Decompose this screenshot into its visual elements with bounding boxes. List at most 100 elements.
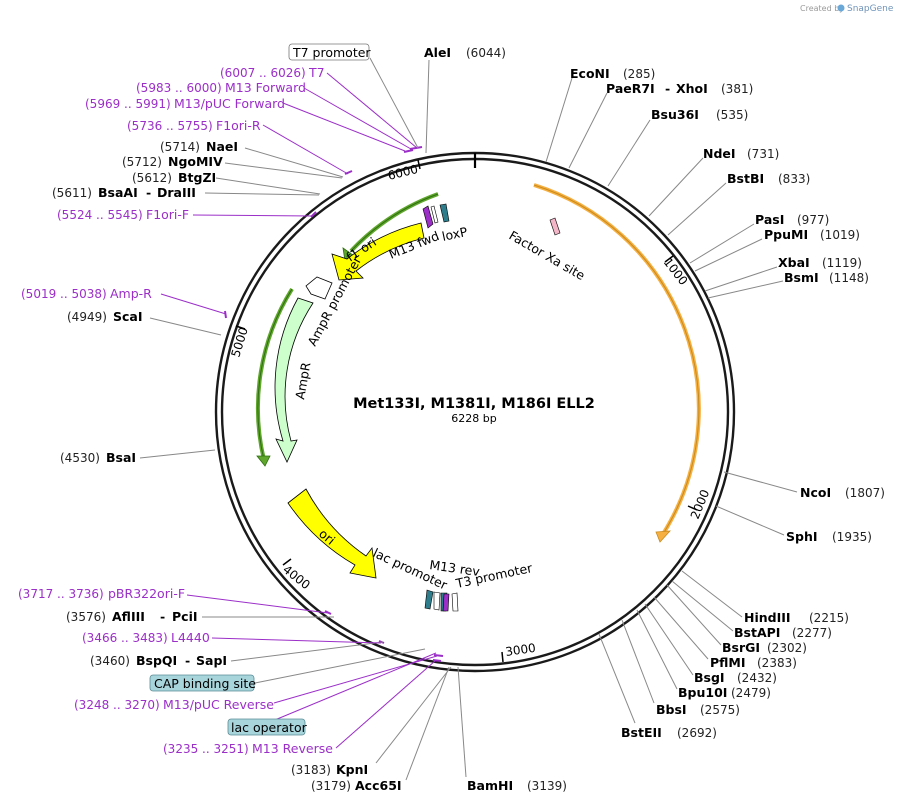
cap-binding-label: CAP binding site (154, 676, 256, 691)
orf-arc-green-left-edge (257, 288, 293, 461)
m13-rev-label: M13 rev (429, 557, 482, 579)
leader-bamhi (457, 666, 467, 778)
primer-mark (433, 654, 444, 657)
primer-range: (5736 .. 5755) (127, 119, 213, 133)
leader-xbai (704, 266, 778, 292)
enzyme-name: XhoI (676, 81, 708, 96)
enzyme-name: Bsu36I (651, 107, 699, 122)
leader-bsai (139, 449, 216, 459)
t7-promoter-box (288, 43, 370, 61)
tick-mark (235, 325, 246, 330)
t7-promoter-label: T7 promoter (292, 45, 371, 60)
enzyme-name: EcoNI (570, 66, 610, 81)
plasmid-size: 6228 bp (451, 412, 496, 425)
tick-label: 2000 (688, 488, 712, 522)
leader-m13-puc-forward (282, 102, 406, 152)
enzyme-name: PaeR7I (606, 81, 655, 96)
leader-pflmi (653, 596, 709, 660)
lac-operator-label: lac operator (231, 720, 308, 735)
leader-scai (149, 317, 222, 336)
primer-name: L4440 (171, 630, 210, 645)
enzyme-name: BstEII (621, 725, 662, 740)
leader-bbsi (621, 619, 655, 704)
leader-btgzi (215, 177, 321, 195)
enzyme-name: Bpu10I (678, 685, 727, 700)
primer-range: (5969 .. 5991) (85, 97, 171, 111)
factor-xa-label: Factor Xa site (507, 228, 588, 284)
leader-hindiii (681, 570, 743, 618)
enzyme-name: BsaI (106, 450, 136, 465)
enzyme-name: NgoMIV (168, 154, 223, 169)
loxp-label: loxP (441, 224, 470, 244)
primer-range: (5019 .. 5038) (21, 287, 107, 301)
tick-mark (687, 505, 698, 511)
tick-label: 3000 (504, 641, 536, 659)
primer-name: Amp-R (110, 286, 152, 301)
primer-mark (409, 146, 423, 150)
enzyme-pos: (381) (721, 82, 753, 96)
enzyme-sep: - (146, 185, 151, 200)
orf-arc-orange-edge (533, 184, 700, 535)
leader-bsmi (707, 280, 784, 299)
enzyme-pos: (4949) (67, 310, 107, 324)
enzyme-pos: (3139) (527, 779, 567, 793)
leader-m13-puc-reverse (273, 655, 438, 704)
enzyme-pos: (5611) (52, 186, 92, 200)
primer-range: (3466 .. 3483) (82, 631, 168, 645)
enzyme-pos: (833) (778, 172, 810, 186)
plasmid-name: Met133I, M1381I, M186I ELL2 (353, 396, 595, 412)
orf-green-left-arrowhead (256, 455, 271, 467)
m13-fwd-feature (422, 205, 434, 229)
enzyme-name: BsmI (784, 270, 819, 285)
leader-bstbi (667, 182, 727, 236)
enzyme-name: ScaI (113, 309, 143, 324)
primer-range: (3235 .. 3251) (163, 742, 249, 756)
leader-bspqi (230, 641, 384, 662)
enzyme-sep: - (185, 653, 190, 668)
enzyme-name: NdeI (703, 146, 736, 161)
enzyme-pos: (1119) (822, 256, 862, 270)
orf-arc-orange (533, 183, 701, 536)
primer-name: F1ori-F (146, 207, 189, 222)
enzyme-name: HindIII (744, 610, 791, 625)
enzyme-pos: (535) (716, 108, 748, 122)
enzyme-pos: (2215) (809, 611, 849, 625)
leader-bsu36i (607, 119, 651, 187)
enzyme-name: KpnI (336, 762, 368, 777)
enzyme-pos: (1935) (832, 530, 872, 544)
primer-name: M13/pUC Reverse (163, 697, 274, 712)
tick-label: 5000 (228, 326, 250, 359)
leader-bsteii (598, 633, 636, 724)
primer-mark (403, 149, 414, 153)
enzyme-name: BspQI (136, 653, 177, 668)
leader-cap-binding (254, 648, 426, 684)
leader-m13-reverse (335, 660, 436, 749)
leader-ngomiv (224, 162, 343, 179)
loxp-feature (439, 203, 450, 223)
enzyme-name: PflMI (710, 655, 746, 670)
lac-operator-feature (433, 591, 441, 611)
primer-mark (224, 310, 227, 319)
leader-bsgi (644, 603, 694, 676)
leader-t7 (326, 72, 418, 149)
leader-bsrgi (666, 584, 722, 646)
primer-range: (3717 .. 3736) (18, 587, 104, 601)
enzyme-pos: (4530) (60, 451, 100, 465)
enzyme-pos: (285) (623, 67, 655, 81)
t7-small-feature (430, 205, 439, 224)
leader-aleI (425, 59, 430, 154)
enzyme-name: BsrGI (722, 640, 760, 655)
primer-name: F1ori-R (216, 118, 261, 133)
enzyme-name: PpuMI (764, 227, 808, 242)
enzyme-name: AflIII (112, 609, 145, 624)
enzyme-pos: (3576) (66, 610, 106, 624)
leader-f1ori-f (192, 214, 314, 217)
enzyme-pos: (3460) (90, 654, 130, 668)
primer-name: pBR322ori-F (108, 586, 185, 601)
leader-pasi (689, 223, 755, 264)
ampr-feature (274, 297, 314, 463)
tick-label: 6000 (386, 162, 419, 183)
snapgene-logo-icon (837, 4, 845, 12)
enzyme-sep: - (160, 609, 165, 624)
leader-paer7i (568, 92, 608, 169)
